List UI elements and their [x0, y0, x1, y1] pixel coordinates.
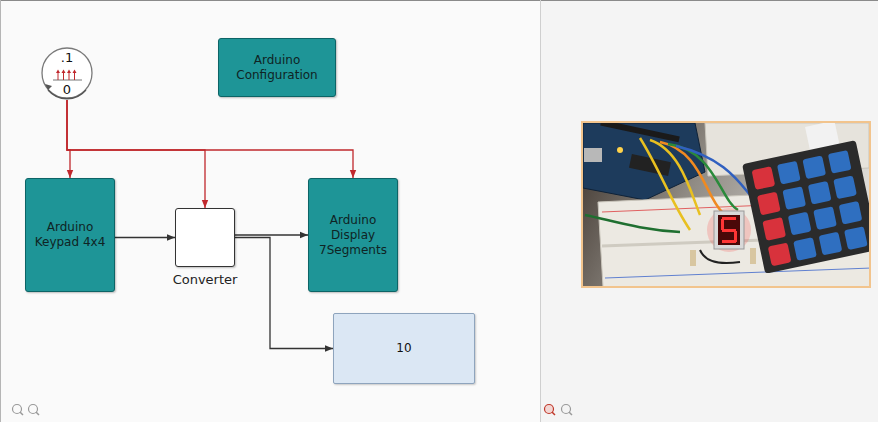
key	[833, 175, 857, 199]
zoom-controls	[13, 405, 573, 416]
hardware-photo	[582, 120, 878, 287]
ground-rail	[605, 268, 869, 278]
segment	[722, 229, 736, 232]
display-value: 10	[396, 341, 411, 356]
keypad-block: Arduino Keypad 4x4	[25, 178, 115, 292]
wire	[640, 138, 690, 230]
key	[813, 206, 837, 230]
block-label: Arduino Keypad 4x4	[32, 220, 108, 250]
resistor	[750, 248, 756, 264]
sample-time-clock: .1 0	[40, 46, 94, 100]
left-border	[0, 0, 1, 422]
display-glow	[707, 208, 751, 252]
key	[839, 201, 863, 225]
resistor	[690, 250, 696, 266]
key	[782, 186, 806, 210]
sample-pulse-head	[73, 70, 77, 74]
sample-time-line	[67, 100, 353, 178]
sample-pulse	[74, 72, 75, 80]
numeric-display: 10	[333, 313, 475, 384]
sample-pulse	[58, 72, 59, 80]
keypad	[742, 140, 869, 274]
sample-pulse-head	[62, 70, 66, 74]
cycle-arrowhead	[45, 84, 52, 90]
key	[752, 166, 776, 190]
usb-port	[584, 148, 602, 162]
sample-pulse	[69, 72, 70, 80]
signal-line	[235, 234, 308, 235]
block-label: Arduino Configuration	[225, 53, 329, 83]
time-axis	[53, 80, 82, 81]
zoom-icon	[569, 412, 572, 415]
block-label: Converter	[173, 272, 238, 288]
segment	[722, 240, 736, 243]
seven-segment-display	[714, 211, 744, 249]
clock-face	[42, 48, 92, 98]
sample-time-value: 0	[63, 83, 71, 96]
wire	[585, 215, 680, 232]
lit-segments	[721, 217, 737, 243]
segment	[721, 219, 724, 230]
signal-line	[115, 237, 175, 238]
key	[793, 237, 817, 261]
zoom-icon	[36, 412, 39, 415]
key	[762, 217, 786, 241]
display-block: Arduino Display 7Segments	[308, 178, 398, 292]
key	[788, 212, 812, 236]
config-block: Arduino Configuration	[218, 38, 336, 97]
key	[768, 243, 792, 267]
model-panel	[0, 0, 540, 422]
keypad-body	[742, 140, 869, 274]
sample-pulse-head	[56, 70, 60, 74]
key	[828, 150, 852, 174]
display-face	[718, 215, 740, 245]
sample-time-value: .1	[61, 51, 73, 64]
key	[844, 226, 868, 250]
block-outline	[175, 208, 235, 267]
key	[802, 155, 826, 179]
sample-pulse	[63, 72, 64, 80]
zoom-icon	[20, 412, 23, 415]
wire	[700, 250, 740, 263]
key	[777, 161, 801, 185]
block-label: Arduino Display 7Segments	[315, 213, 391, 258]
preview-panel	[541, 0, 878, 422]
panel-divider	[540, 0, 541, 422]
key	[819, 232, 843, 256]
sample-pulse-head	[67, 70, 71, 74]
key	[757, 192, 781, 216]
zoom-icon	[552, 412, 555, 415]
power-led	[617, 147, 623, 153]
segment	[722, 217, 736, 220]
top-border	[0, 0, 878, 1]
converter-block: Converter	[170, 208, 241, 288]
key	[808, 181, 832, 205]
